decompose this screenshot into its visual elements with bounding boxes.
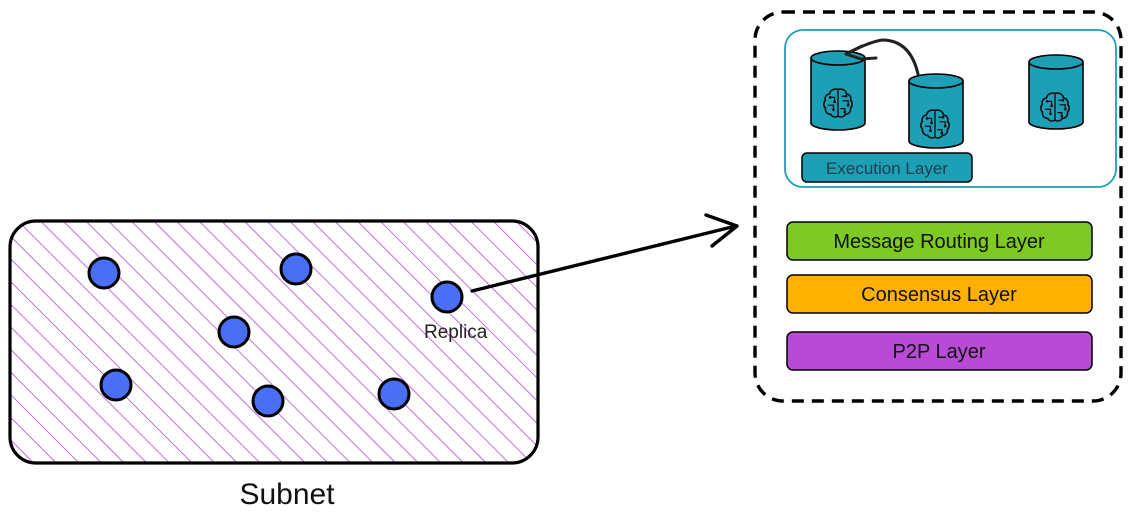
execution-layer-label: Execution Layer <box>826 159 948 178</box>
consensus-layer-label: Consensus Layer <box>861 284 1017 306</box>
canister-message-arrow <box>844 38 920 76</box>
replica-stack-border <box>753 10 1123 403</box>
replica-node-selected[interactable] <box>430 280 464 314</box>
message-routing-layer-label: Message Routing Layer <box>833 231 1045 253</box>
replica-node[interactable] <box>377 377 411 411</box>
consensus-layer-box[interactable] <box>786 274 1093 314</box>
p2p-layer-label: P2P Layer <box>892 341 985 363</box>
replica-node[interactable] <box>99 368 133 402</box>
message-routing-layer-box[interactable] <box>786 221 1093 261</box>
replica-node[interactable] <box>87 256 121 290</box>
subnet-border <box>8 219 540 465</box>
replica-label: Replica <box>424 322 488 343</box>
canister[interactable] <box>810 50 866 131</box>
replica-stack: Execution Layer Message Routing Layer Co… <box>753 10 1123 403</box>
canister[interactable] <box>908 73 964 149</box>
replica-node[interactable] <box>251 384 285 418</box>
subnet-label: Subnet <box>239 478 335 511</box>
replica-node[interactable] <box>279 252 313 286</box>
subnet-group: Replica Subnet <box>8 219 540 511</box>
canister[interactable] <box>1028 54 1084 130</box>
execution-layer-box[interactable] <box>801 152 973 183</box>
p2p-layer-box[interactable] <box>786 331 1093 371</box>
expand-arrow <box>470 213 739 293</box>
replica-node[interactable] <box>217 315 251 349</box>
